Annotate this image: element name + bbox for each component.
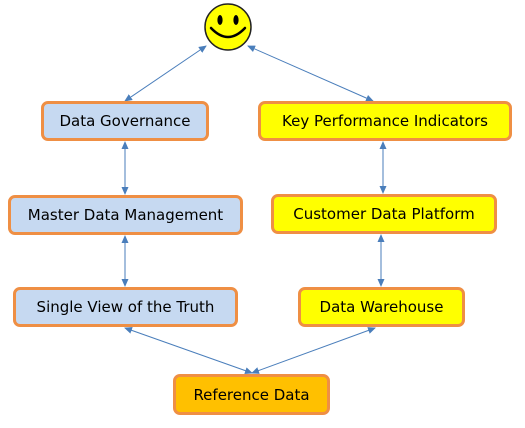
- node-single-view-of-the-truth: Single View of the Truth: [13, 287, 238, 327]
- arrow-dg-smiley: [124, 45, 207, 102]
- arrow-svt-ref: [124, 327, 253, 374]
- node-data-governance: Data Governance: [41, 101, 209, 141]
- arrow-kpi-smiley: [247, 45, 374, 102]
- node-reference-data: Reference Data: [173, 374, 330, 415]
- node-master-data-management: Master Data Management: [8, 195, 243, 235]
- arrow-dw-ref: [251, 327, 376, 374]
- smiley-face-icon: [204, 3, 252, 51]
- node-customer-data-platform: Customer Data Platform: [271, 194, 497, 234]
- node-data-warehouse: Data Warehouse: [298, 287, 465, 327]
- node-key-performance-indicators: Key Performance Indicators: [258, 101, 512, 141]
